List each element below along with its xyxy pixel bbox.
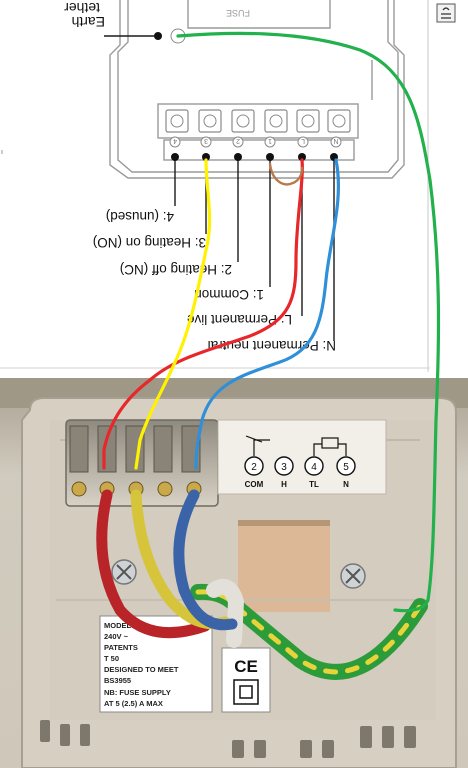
double-insulation-inner [239,685,253,699]
double-insulation-mark [233,679,259,705]
wire-permanent-neutral [194,158,340,470]
schematic-panel [217,419,387,495]
cable-cutout [238,520,330,612]
cutout-edge [238,520,330,526]
terminal-label-2: 2 [236,137,240,144]
photo-wire-blue [173,489,238,631]
rating-line-1: MODEL PRB [104,621,149,630]
page-icon-glyph [441,7,451,19]
schematic-terminal-2: 2 [251,462,257,473]
legend-permanent-neutral: N: Permanent neutral [208,338,336,353]
page-icon[interactable] [436,3,456,23]
terminal-block-ribs [69,425,201,473]
earth-dot [154,32,162,40]
drawn-wires [102,31,441,613]
terminal-dots [171,153,338,161]
cable-outer-sheath [206,579,245,648]
ce-mark: CE [234,657,258,676]
line-diagram: FUSE 4 3 2 1 L N [0,0,468,378]
legend-heating-on: 3: Heating on (NO) [93,235,206,250]
photo-wire-red [96,489,211,639]
rating-line-7: NB: FUSE SUPPLY [104,688,171,697]
schematic-terminals: 2 3 4 5 COM H TL N [244,456,356,489]
schematic-name-n: N [343,480,349,489]
terminal-block-drawing [165,109,351,133]
schematic-lines [245,435,347,456]
legend-heating-off: 2: Heating off (NC) [120,262,232,277]
terminal-label-1: 1 [268,137,272,144]
schematic-terminal-5: 5 [343,462,349,473]
mounting-screw-left [111,559,137,585]
schematic-name-tl: TL [309,480,319,489]
rating-line-8: AT 5 (2.5) A MAX [104,699,163,708]
mounting-screw-right [340,563,366,589]
legend-common: 1: Common [194,287,264,302]
rating-line-3: PATENTS [104,643,138,652]
wire-earth [176,31,441,613]
schematic-terminal-3: 3 [281,462,287,473]
rating-line-4: T 50 [104,654,119,663]
legend-unused: 4: (unused) [106,209,174,224]
terminal-label-4: 4 [173,137,177,144]
rating-line-6: BS3955 [104,676,131,685]
rating-plate-text: MODEL PRB 240V ~ PATENTS T 50 DESIGNED T… [104,621,179,708]
terminal-label-n: N [333,137,338,144]
terminal-label-3: 3 [204,137,208,144]
vent-slots [40,720,416,758]
backplate-outline [109,0,405,179]
diagram-background [0,0,468,378]
earth-label: Earth [72,14,105,30]
wire-permanent-live [102,158,304,470]
schematic-name-h: H [281,480,287,489]
schematic-name-com: COM [245,480,264,489]
fuse-fragment-text: FUSE [226,8,250,18]
rating-line-2: 240V ~ [104,632,129,641]
device-photo: 2 3 4 5 COM H TL N MODEL PRB 240V ~ PATE… [0,378,468,768]
rating-line-5: DESIGNED TO MEET [104,665,179,674]
schematic-terminal-4: 4 [311,462,317,473]
terminal-screws [170,114,346,128]
terminal-number-labels: 4 3 2 1 L N [169,136,342,148]
terminal-label-l: L [301,137,305,144]
tether-label: tether [64,0,100,16]
legend-permanent-live: L: Permanent live [187,312,292,327]
wire-heating-on [134,158,212,470]
wire-common-link [268,162,304,186]
